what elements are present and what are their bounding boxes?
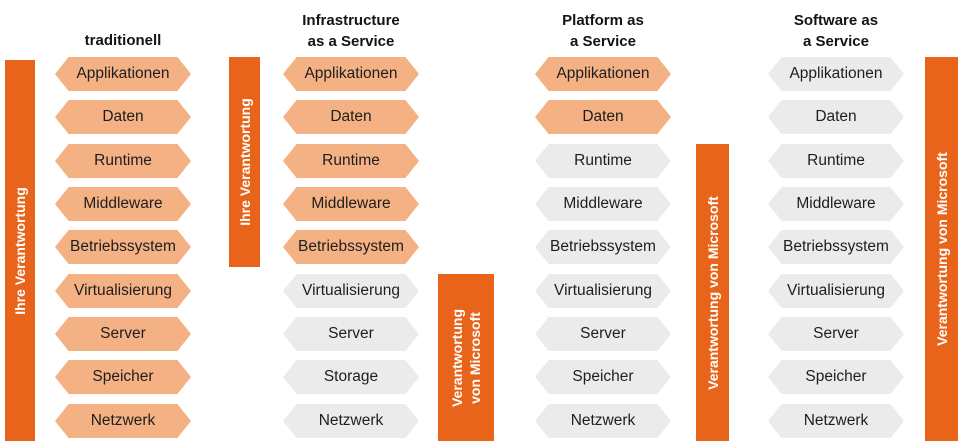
stack-layer: Middleware	[768, 187, 904, 221]
stack-layer: Middleware	[535, 187, 671, 221]
stack-layer: Runtime	[535, 144, 671, 178]
stack-layer: Virtualisierung	[55, 274, 191, 308]
stack-layer: Speicher	[768, 360, 904, 394]
stack-layer: Daten	[55, 100, 191, 134]
column-title-traditionell: traditionell	[55, 30, 191, 51]
stack-layer: Virtualisierung	[768, 274, 904, 308]
bar-label: Verantwortung von Microsoft	[704, 196, 722, 390]
stack-layer: Daten	[283, 100, 419, 134]
column-title-line: Software as	[793, 12, 879, 29]
bar-saas-provider: Verantwortung von Microsoft	[925, 57, 958, 441]
stack-layer: Speicher	[535, 360, 671, 394]
stack-layer: Storage	[283, 360, 419, 394]
stack-layer: Server	[55, 317, 191, 351]
column-title-paas: Platform as a Service	[535, 10, 671, 52]
stack-layer: Runtime	[768, 144, 904, 178]
stack-layer: Netzwerk	[283, 404, 419, 438]
column-title-line: a Service	[570, 33, 636, 50]
bar-label: Ihre Verantwortung	[11, 187, 29, 315]
column-title-line: Platform as	[562, 12, 644, 29]
column-title-line: as a Service	[307, 33, 395, 50]
bar-label-line: Ihre Verantwortung	[236, 98, 253, 226]
bar-iaas-provider: Verantwortung von Microsoft	[438, 274, 494, 441]
stack-layer: Server	[535, 317, 671, 351]
column-title-saas: Software as a Service	[768, 10, 904, 52]
stack-layer: Betriebssystem	[283, 230, 419, 264]
stack-layer: Netzwerk	[535, 404, 671, 438]
stack-layer: Runtime	[55, 144, 191, 178]
bar-label: Ihre Verantwortung	[236, 98, 254, 226]
stack-layer: Speicher	[55, 360, 191, 394]
bar-paas-provider: Verantwortung von Microsoft	[696, 144, 729, 441]
stack-layer: Server	[283, 317, 419, 351]
stack-layer: Applikationen	[55, 57, 191, 91]
stack-layer: Applikationen	[535, 57, 671, 91]
stack-layer: Middleware	[283, 187, 419, 221]
stack-layer: Betriebssystem	[768, 230, 904, 264]
stack-layer: Server	[768, 317, 904, 351]
bar-label: Verantwortung von Microsoft	[448, 308, 484, 406]
bar-label-line: Verantwortung	[449, 308, 466, 407]
stack-layer: Virtualisierung	[283, 274, 419, 308]
bar-label: Verantwortung von Microsoft	[933, 152, 951, 346]
bar-label-line: von Microsoft	[467, 311, 484, 404]
bar-label-line: Verantwortung von Microsoft	[704, 195, 721, 390]
stack-layer: Applikationen	[768, 57, 904, 91]
stack-layer: Virtualisierung	[535, 274, 671, 308]
stack-layer: Runtime	[283, 144, 419, 178]
column-title-line: a Service	[803, 33, 869, 50]
stack-layer: Betriebssystem	[535, 230, 671, 264]
stack-layer: Netzwerk	[55, 404, 191, 438]
stack-layer: Daten	[535, 100, 671, 134]
column-title-line: traditionell	[84, 32, 162, 49]
stack-layer: Applikationen	[283, 57, 419, 91]
bar-iaas-customer: Ihre Verantwortung	[229, 57, 260, 267]
stack-layer: Daten	[768, 100, 904, 134]
stack-layer: Middleware	[55, 187, 191, 221]
column-title-iaas: Infrastructure as a Service	[283, 10, 419, 52]
bar-label-line: Verantwortung von Microsoft	[933, 152, 950, 346]
stack-layer: Netzwerk	[768, 404, 904, 438]
bar-label-line: Ihre Verantwortung	[12, 186, 29, 315]
bar-traditionell-customer: Ihre Verantwortung	[5, 60, 35, 441]
stack-layer: Betriebssystem	[55, 230, 191, 264]
column-title-line: Infrastructure	[302, 12, 400, 29]
